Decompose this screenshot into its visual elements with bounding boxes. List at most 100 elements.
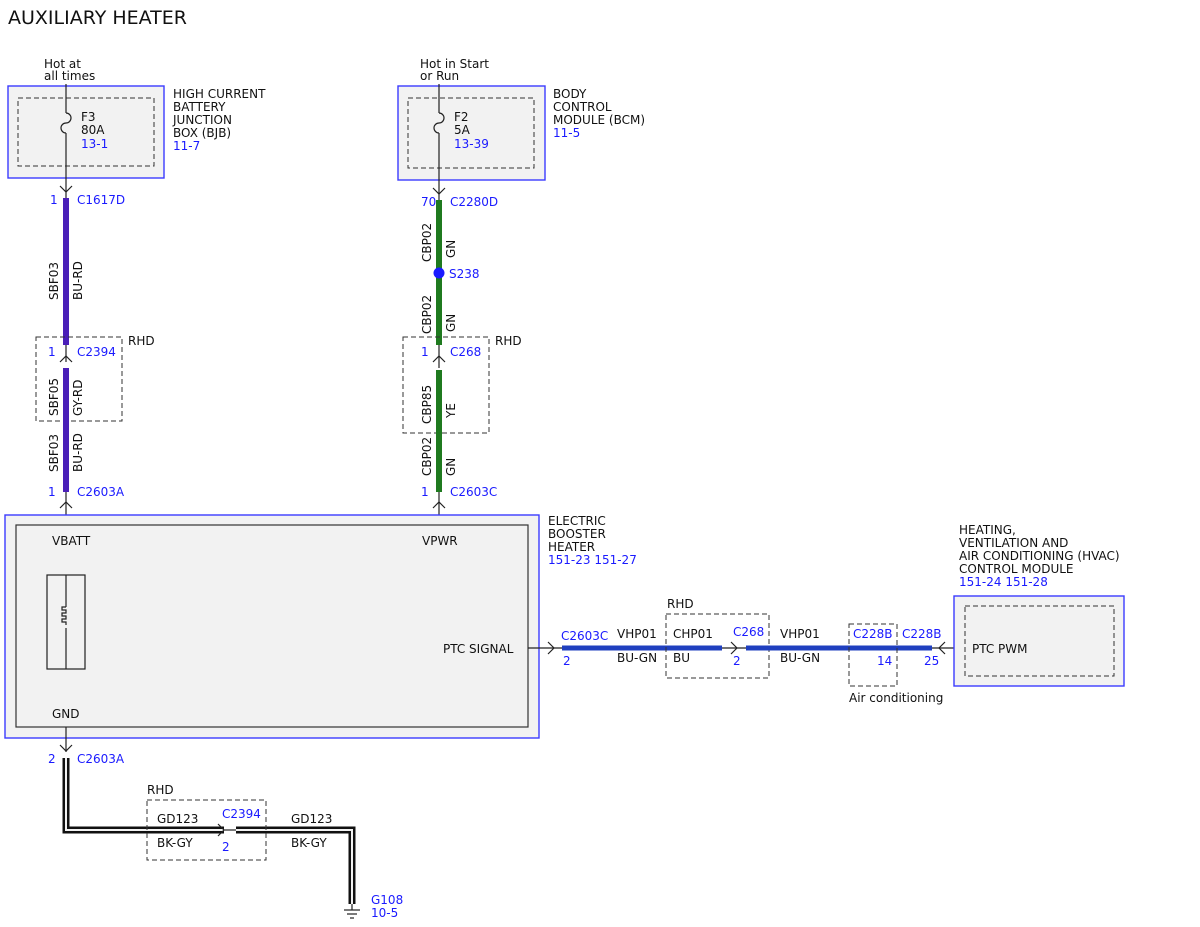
heater-refs: 151-23 151-27: [548, 553, 637, 567]
c268-rhd-label: RHD: [495, 334, 522, 348]
diagram-title: AUXILIARY HEATER: [8, 7, 187, 29]
bcm-name-line3: MODULE (BCM): [553, 113, 645, 127]
c2603a-name1: C2603A: [77, 485, 125, 499]
power-source-middle-line2: or Run: [420, 69, 459, 83]
hvac-module: HEATING, VENTILATION AND AIR CONDITIONIN…: [953, 523, 1125, 687]
bcm-module: BODY CONTROL MODULE (BCM) 11-5 F2 5A 13-…: [397, 85, 645, 181]
c1617d-name: C1617D: [77, 193, 125, 207]
gnd-c2603a-name: C2603A: [77, 752, 125, 766]
gnd-c2394-name: C2394: [222, 807, 261, 821]
c2394-rhd-label: RHD: [128, 334, 155, 348]
bjb-fuse-id: F3: [81, 110, 96, 124]
ground-symbol-icon: [344, 904, 360, 919]
gnd-c2603a-pin: 2: [48, 752, 56, 766]
hvac-ptc-pwm-label: PTC PWM: [972, 642, 1028, 656]
connector-arrow-icon: [730, 641, 738, 655]
c2280d-name: C2280D: [450, 195, 498, 209]
power-source-middle-line1: Hot in Start: [420, 57, 489, 71]
bjb-ref: 11-7: [173, 139, 200, 153]
mid-wire4-color: GN: [444, 458, 458, 476]
heater-vpwr-label: VPWR: [422, 534, 458, 548]
c268-rhd-box: [402, 336, 490, 434]
hvac-name-line1: HEATING,: [959, 523, 1016, 537]
mid-wire1-circuit: CBP02: [420, 223, 434, 262]
sig-wire3-color: BU-GN: [780, 651, 820, 665]
hvac-inner-box: [964, 605, 1115, 677]
sig-c228b-a-name: C228B: [853, 627, 893, 641]
sig-rhd-label: RHD: [667, 597, 694, 611]
air-conditioning-option-box: [848, 623, 898, 687]
bjb-fuse-ref: 13-1: [81, 137, 108, 151]
mid-wire2-color: GN: [444, 314, 458, 332]
bcm-inner-box: [407, 97, 535, 169]
bjb-name-line1: HIGH CURRENT: [173, 87, 266, 101]
wire3-color: BU-RD: [71, 433, 85, 472]
ground-wire-gd123: [62, 758, 356, 904]
gnd-wire1-circuit: GD123: [157, 812, 198, 826]
wire1-color: BU-RD: [71, 261, 85, 300]
splice-s238: S238: [449, 267, 480, 281]
bcm-name-line1: BODY: [553, 87, 587, 101]
hvac-refs: 151-24 151-28: [959, 575, 1048, 589]
c2603c-name1: C2603C: [450, 485, 497, 499]
hvac-name-line2: VENTILATION AND: [959, 536, 1068, 550]
bjb-inner-box: [17, 97, 155, 167]
connector-arrow-icon: [547, 641, 555, 655]
c268-pin: 1: [421, 345, 429, 359]
power-source-left-line2: all times: [44, 69, 95, 83]
bcm-ref: 11-5: [553, 126, 580, 140]
fuse-icon: [433, 112, 445, 134]
sig-c268-name: C268: [733, 625, 764, 639]
sig-wire3-circuit: VHP01: [780, 627, 820, 641]
hvac-name-line3: AIR CONDITIONING (HVAC): [959, 549, 1120, 563]
sig-c2603c-name: C2603C: [561, 629, 608, 643]
gnd-c2394-pin: 2: [222, 840, 230, 854]
connector-arrow-icon: [59, 744, 73, 752]
sig-wire1-color: BU-GN: [617, 651, 657, 665]
bjb-name-line3: JUNCTION: [172, 113, 232, 127]
c2603a-pin1: 1: [48, 485, 56, 499]
mid-wire2-circuit: CBP02: [420, 295, 434, 334]
c1617d-pin: 1: [50, 193, 58, 207]
heater-name-line2: BOOSTER: [548, 527, 606, 541]
heater-gnd-label: GND: [52, 707, 80, 721]
sig-wire2-color: BU: [673, 651, 690, 665]
wire3-circuit: SBF03: [47, 434, 61, 472]
c268-name: C268: [450, 345, 481, 359]
electric-booster-heater: VBATT VPWR PTC SIGNAL GND ELECTRIC BOOST…: [4, 514, 637, 739]
wire2-color: GY-RD: [71, 379, 85, 416]
sig-c228b-a-pin: 14: [877, 654, 892, 668]
ground-g108: G108: [371, 893, 403, 907]
fuse-icon: [60, 112, 72, 134]
splice-dot-icon: [433, 267, 445, 279]
bjb-module: HIGH CURRENT BATTERY JUNCTION BOX (BJB) …: [7, 85, 266, 179]
c2394-name: C2394: [77, 345, 116, 359]
mid-wire3-circuit: CBP85: [420, 385, 434, 424]
gnd-wire2-color: BK-GY: [291, 836, 327, 850]
air-conditioning-label: Air conditioning: [849, 691, 943, 705]
ground-ref: 10-5: [371, 906, 398, 920]
sig-wire1-circuit: VHP01: [617, 627, 657, 641]
bjb-name-line4: BOX (BJB): [173, 126, 231, 140]
mid-wire4-circuit: CBP02: [420, 437, 434, 476]
c2603c-pin1: 1: [421, 485, 429, 499]
wire2-circuit: SBF05: [47, 378, 61, 416]
connector-arrow-icon: [938, 641, 946, 655]
bcm-fuse-id: F2: [454, 110, 469, 124]
bcm-fuse-rating: 5A: [454, 123, 471, 137]
bcm-fuse-ref: 13-39: [454, 137, 489, 151]
heater-vbatt-label: VBATT: [52, 534, 91, 548]
power-source-left-line1: Hot at: [44, 57, 81, 71]
heater-name-line3: HEATER: [548, 540, 595, 554]
c2280d-pin: 70: [421, 195, 436, 209]
mid-wire1-color: GN: [444, 240, 458, 258]
heater-element-icon: [46, 574, 86, 670]
heater-name-line1: ELECTRIC: [548, 514, 606, 528]
gnd-c2394-rhd-box: [146, 799, 267, 861]
sig-c268-rhd-box: [665, 613, 770, 679]
bcm-name-line2: CONTROL: [553, 100, 612, 114]
sig-c268-pin: 2: [733, 654, 741, 668]
c2394-rhd-box: [35, 336, 123, 422]
heater-inner-box: [15, 524, 529, 728]
